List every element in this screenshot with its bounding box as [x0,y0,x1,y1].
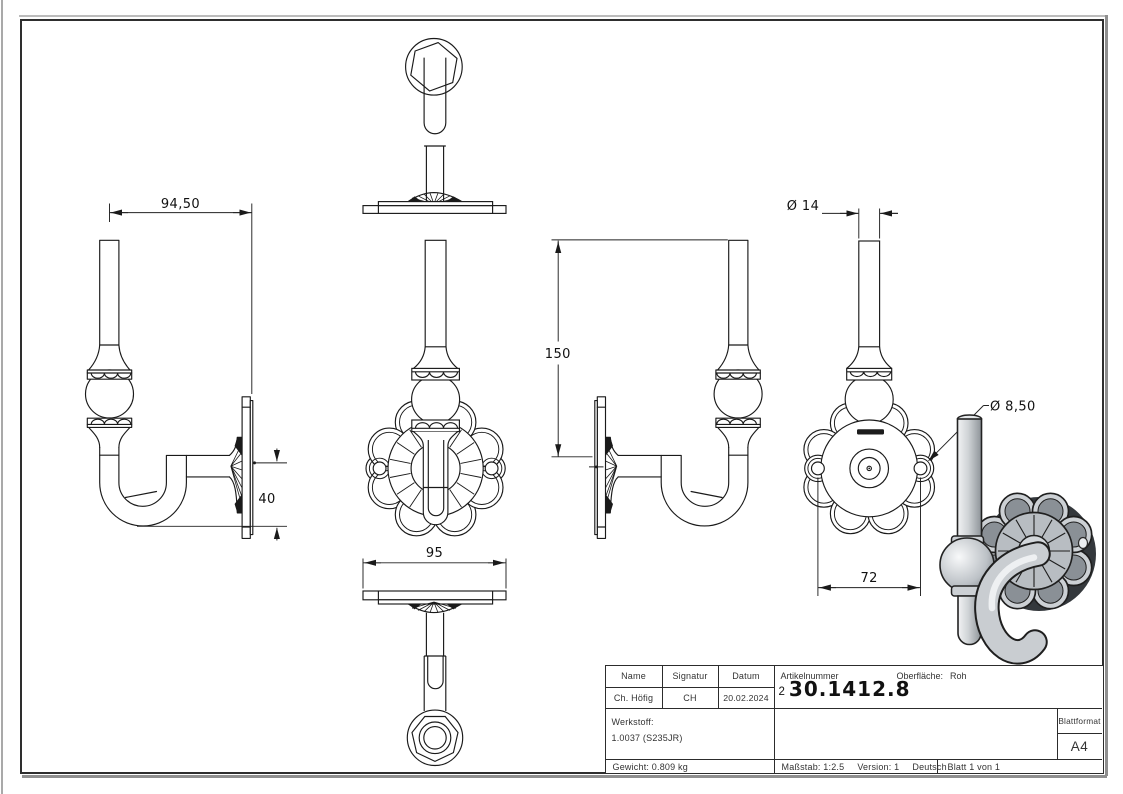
page-edge [1,0,3,794]
empty-cell [774,709,1058,760]
name-value: Ch. Höfig [605,687,663,709]
artikelnummer-sup: 2 [778,685,785,698]
drawing-frame [19,18,1104,774]
oberflaeche: Oberfläche: Roh [897,671,967,681]
title-block: Name Signatur Datum Ch. Höfig CH 20.02.2… [604,664,1104,774]
blattformat-label: Blattformat [1057,709,1102,734]
name-header: Name [605,665,663,688]
frame-shadow [1104,15,1108,776]
werkstoff-value: 1.0037 (S235JR) [611,733,683,744]
oberflaeche-label: Oberfläche: [896,670,944,681]
datum-value: 20.02.2024 [718,687,775,709]
werkstoff-label: Werkstoff: [611,717,654,727]
massstab: Maßstab: 1:2.5 [781,761,845,772]
datum-header: Datum [718,665,775,688]
frame-shadow [19,14,1108,17]
sprache: Deutsch [912,761,947,772]
artikelnummer-label: Artikelnummer [780,670,839,681]
blattformat-value: A4 [1057,734,1102,760]
signatur-header: Signatur [662,665,719,688]
version: Version: 1 [857,761,900,772]
signatur-value: CH [662,687,719,709]
massstab-cell: Maßstab: 1:2.5 Version: 1 Deutsch [775,759,947,774]
gewicht: Gewicht: 0.809 kg [606,759,775,774]
blatt: Blatt 1 von 1 [947,761,1001,772]
oberflaeche-value: Roh [950,670,967,681]
artikelnummer-value: 30.1412.8 [788,676,911,701]
frame-shadow [22,774,1107,778]
